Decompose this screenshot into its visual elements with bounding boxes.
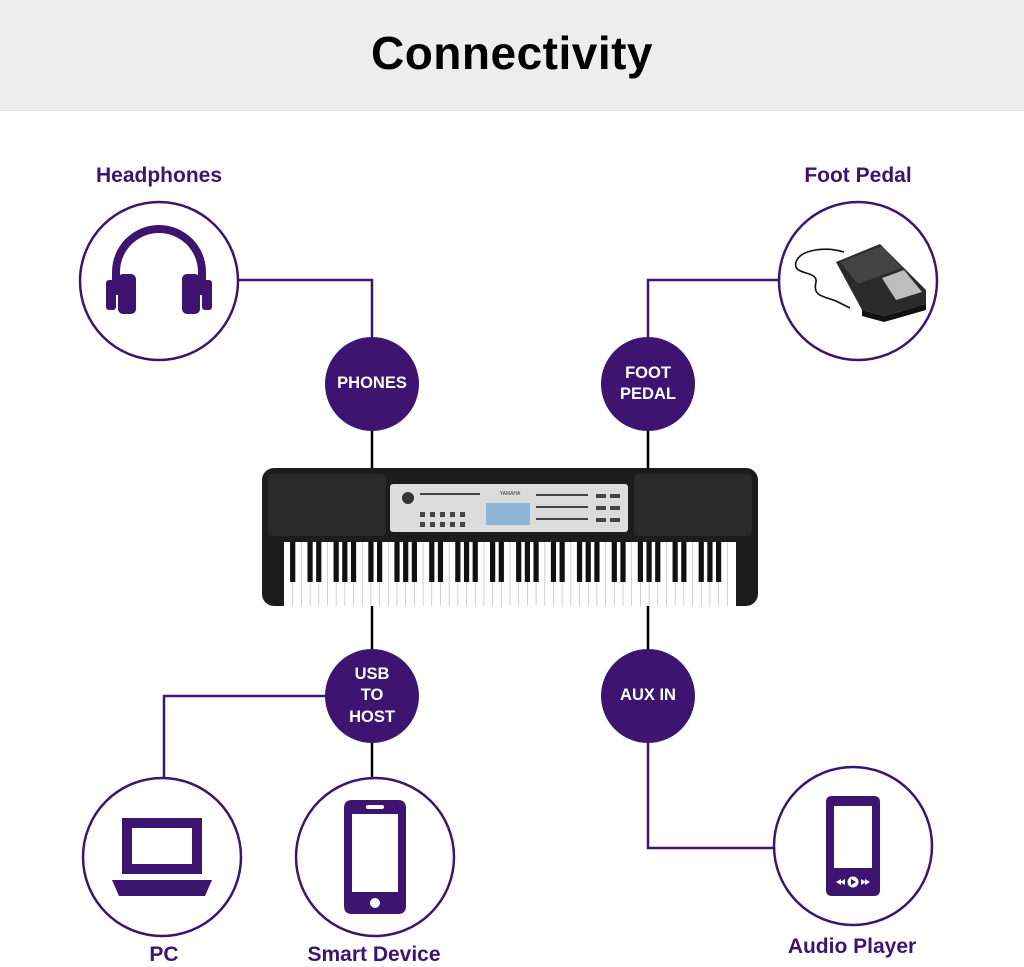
port-aux-in: AUX IN [601, 649, 695, 743]
header-banner: Connectivity [0, 0, 1024, 111]
black-key [316, 542, 322, 582]
black-key [550, 542, 557, 582]
smartphone-icon [344, 800, 406, 914]
laptop-icon [112, 818, 212, 896]
black-key [498, 542, 504, 582]
port-foot-pedal: FOOT PEDAL [601, 337, 695, 431]
lcd-screen [486, 503, 530, 525]
black-key [681, 542, 687, 582]
black-key [559, 542, 565, 582]
black-key [594, 542, 600, 582]
black-key [646, 542, 652, 582]
black-key [463, 542, 470, 582]
black-key [655, 542, 661, 582]
black-key [333, 542, 339, 582]
foot-pedal-image [794, 244, 926, 322]
label-headphones: Headphones [95, 164, 223, 187]
keyboard-image: YAMAHA [262, 468, 758, 606]
connector-lines [162, 278, 778, 850]
black-key [637, 542, 643, 582]
label-smart-device: Smart Device [307, 943, 441, 966]
black-key [620, 542, 626, 582]
black-key [342, 542, 348, 582]
audio-player-icon [826, 796, 880, 896]
black-key [533, 542, 539, 582]
black-key [350, 542, 357, 582]
black-key [437, 542, 444, 582]
black-key [516, 542, 522, 582]
black-key [490, 542, 496, 582]
pc-circle [81, 776, 243, 938]
page-title: Connectivity [370, 26, 654, 79]
black-key [611, 542, 617, 582]
port-usb-to-host: USB TO HOST [325, 649, 419, 743]
label-audio-player: Audio Player [787, 935, 917, 958]
line-foot-pedal [646, 278, 778, 340]
line-aux-audio [646, 740, 774, 850]
black-key [307, 542, 313, 582]
black-key [698, 542, 704, 582]
black-key [429, 542, 435, 582]
port-phones: PHONES [325, 337, 419, 431]
black-key [455, 542, 461, 582]
line-headphones [238, 278, 374, 340]
keyboard-brand: YAMAHA [500, 491, 521, 497]
black-key [403, 542, 409, 582]
headphones-icon [106, 225, 212, 314]
audio-player-circle [772, 765, 934, 927]
black-key [290, 542, 296, 582]
keyboard-stub-lines [370, 430, 650, 778]
black-key [524, 542, 530, 582]
label-pc: PC [149, 943, 179, 966]
smart-device-circle [294, 776, 456, 938]
black-key [377, 542, 383, 582]
black-key [707, 542, 713, 582]
headphones-circle [78, 200, 240, 362]
black-key [394, 542, 400, 582]
black-key [585, 542, 591, 582]
volume-knob [402, 492, 414, 504]
label-foot-pedal: Foot Pedal [804, 164, 912, 187]
black-key [716, 542, 722, 582]
line-usb-pc [162, 694, 326, 778]
black-key [368, 542, 374, 582]
black-key [576, 542, 583, 582]
black-key [411, 542, 417, 582]
black-key [672, 542, 678, 582]
black-key [472, 542, 478, 582]
